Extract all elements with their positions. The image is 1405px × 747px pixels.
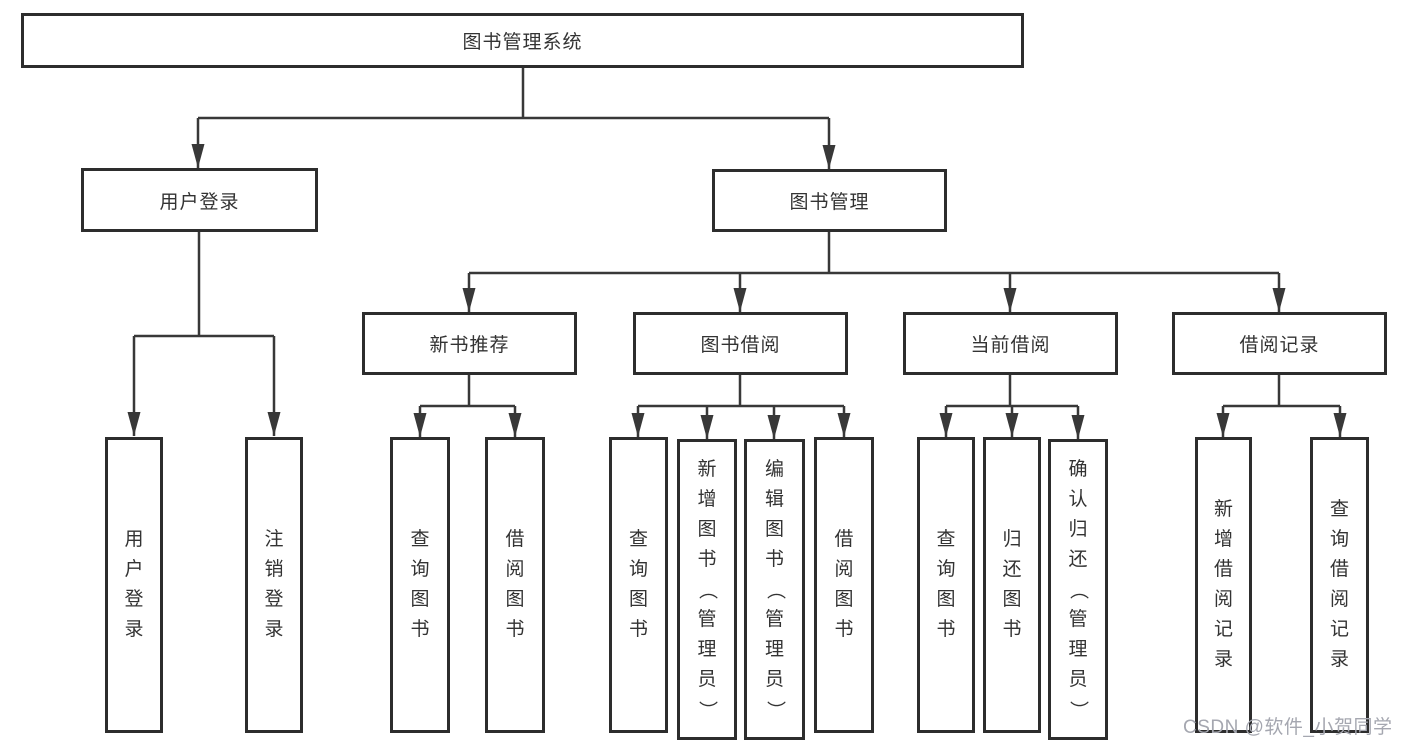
leaf-current-confirm-return-admin: 确认归还（管理员） bbox=[1048, 439, 1108, 740]
leaf-newbook-query-books: 查询图书 bbox=[390, 437, 450, 733]
connector-root-to-level2 bbox=[196, 68, 831, 169]
arrowheads bbox=[127, 144, 1347, 439]
leaf-records-query-record-label: 查询借阅记录 bbox=[1329, 499, 1349, 670]
leaf-current-query-books-label: 查询图书 bbox=[936, 529, 956, 640]
node-borrow-records: 借阅记录 bbox=[1172, 312, 1387, 375]
leaf-borrow-borrow-books-label: 借阅图书 bbox=[834, 529, 854, 640]
connector-bookmgmt-to-level3 bbox=[467, 232, 1281, 312]
leaf-records-query-record: 查询借阅记录 bbox=[1310, 437, 1369, 733]
csdn-watermark: CSDN @软件_小贺同学 bbox=[1183, 717, 1393, 738]
node-root-label: 图书管理系统 bbox=[462, 32, 583, 53]
leaf-borrow-edit-books-admin: 编辑图书（管理员） bbox=[744, 439, 805, 740]
connector-borrowrecord-to-leaves bbox=[1221, 375, 1342, 437]
node-borrow-records-label: 借阅记录 bbox=[1239, 335, 1320, 356]
leaf-logout-label: 注销登录 bbox=[264, 529, 284, 640]
leaf-borrow-add-books-admin: 新增图书（管理员） bbox=[677, 439, 737, 740]
leaf-newbook-borrow-books-label: 借阅图书 bbox=[505, 529, 525, 640]
node-book-management-label: 图书管理 bbox=[789, 192, 870, 213]
leaf-current-query-books: 查询图书 bbox=[917, 437, 975, 733]
leaf-current-confirm-return-admin-label: 确认归还（管理员） bbox=[1067, 458, 1089, 720]
leaf-borrow-query-books: 查询图书 bbox=[609, 437, 668, 733]
connector-userlogin-to-leaves bbox=[132, 232, 276, 436]
node-root: 图书管理系统 bbox=[21, 13, 1024, 68]
node-user-login-label: 用户登录 bbox=[159, 191, 240, 213]
leaf-records-add-record: 新增借阅记录 bbox=[1195, 437, 1252, 733]
node-new-book-recommend: 新书推荐 bbox=[362, 312, 577, 375]
node-new-book-recommend-label: 新书推荐 bbox=[429, 335, 510, 356]
leaf-borrow-edit-books-admin-label: 编辑图书（管理员） bbox=[764, 458, 786, 720]
leaf-borrow-query-books-label: 查询图书 bbox=[628, 529, 648, 640]
node-book-borrow: 图书借阅 bbox=[633, 312, 848, 375]
leaf-current-return-books-label: 归还图书 bbox=[1002, 529, 1022, 640]
leaf-user-login-label: 用户登录 bbox=[124, 529, 144, 640]
node-book-borrow-label: 图书借阅 bbox=[700, 335, 781, 356]
leaf-user-login: 用户登录 bbox=[105, 437, 163, 733]
leaf-current-return-books: 归还图书 bbox=[983, 437, 1041, 733]
leaf-logout: 注销登录 bbox=[245, 437, 303, 733]
node-current-borrow: 当前借阅 bbox=[903, 312, 1118, 375]
leaf-borrow-borrow-books: 借阅图书 bbox=[814, 437, 874, 733]
leaf-records-add-record-label: 新增借阅记录 bbox=[1213, 499, 1233, 670]
connector-bookborrow-to-leaves bbox=[636, 375, 846, 439]
leaf-newbook-query-books-label: 查询图书 bbox=[410, 529, 430, 640]
leaf-borrow-add-books-admin-label: 新增图书（管理员） bbox=[696, 458, 718, 720]
leaf-newbook-borrow-books: 借阅图书 bbox=[485, 437, 545, 733]
node-book-management: 图书管理 bbox=[712, 169, 947, 232]
node-current-borrow-label: 当前借阅 bbox=[970, 335, 1051, 356]
connector-newbook-to-leaves bbox=[418, 375, 517, 437]
node-user-login: 用户登录 bbox=[81, 168, 318, 232]
